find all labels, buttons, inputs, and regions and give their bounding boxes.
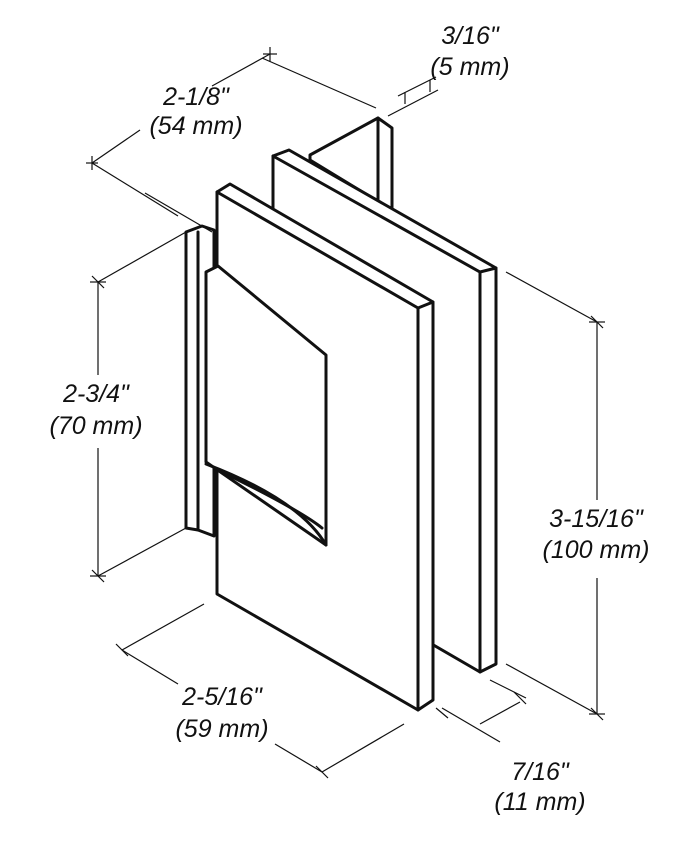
- height-left-imperial: 2-3/4": [62, 380, 130, 408]
- hinge-drawing: [184, 116, 498, 712]
- gap-imperial: 7/16": [511, 758, 570, 786]
- height-left-metric: (70 mm): [49, 412, 142, 440]
- label-height-right: 3-15/16" (100 mm): [543, 505, 650, 564]
- label-thickness: 3/16" (5 mm): [430, 22, 509, 81]
- dimension-lines: [86, 47, 605, 779]
- hinge-knuckle: [204, 264, 328, 547]
- label-gap: 7/16" (11 mm): [494, 758, 585, 816]
- height-right-imperial: 3-15/16": [549, 505, 644, 533]
- height-right-metric: (100 mm): [543, 536, 650, 564]
- back-flange: [308, 116, 394, 212]
- thickness-imperial: 3/16": [441, 22, 500, 50]
- thickness-metric: (5 mm): [430, 53, 509, 81]
- label-depth: 2-1/8" (54 mm): [149, 83, 242, 140]
- width-metric: (59 mm): [175, 715, 268, 743]
- gap-metric: (11 mm): [494, 788, 585, 816]
- depth-metric: (54 mm): [149, 112, 242, 140]
- label-width: 2-5/16" (59 mm): [175, 683, 268, 743]
- label-height-left: 2-3/4" (70 mm): [49, 380, 142, 440]
- width-imperial: 2-5/16": [181, 683, 263, 711]
- depth-imperial: 2-1/8": [162, 83, 230, 111]
